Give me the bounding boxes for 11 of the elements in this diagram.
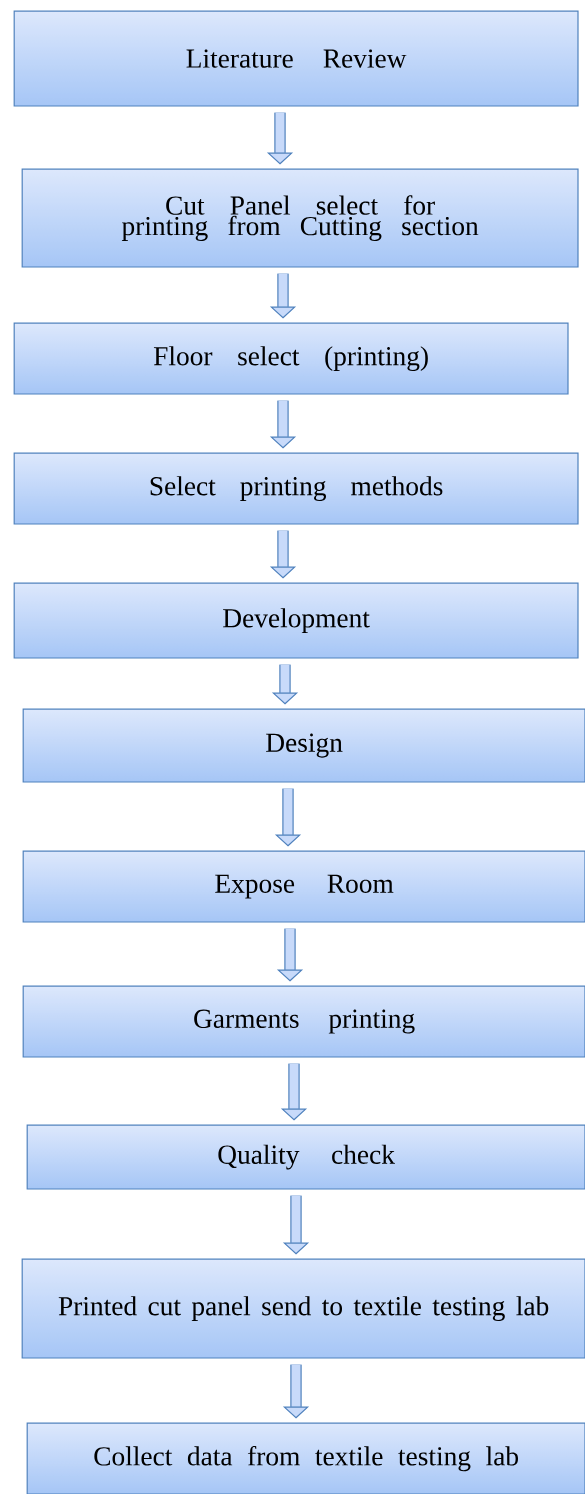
process-box: Quality check — [26, 1124, 585, 1190]
process-box: Printed cut panel send to textile testing lab — [21, 1258, 585, 1359]
process-box: Collect data from textile testing lab — [26, 1422, 585, 1494]
process-box: Expose Room — [22, 850, 585, 923]
process-box: Literature Review — [13, 10, 579, 107]
process-box: Cut Panel select for printing from Cutting section — [21, 168, 579, 268]
process-box: Garments printing — [22, 985, 585, 1058]
process-box: Floor select (printing) — [13, 322, 569, 395]
process-box: Development — [13, 582, 579, 659]
process-box: Select printing methods — [13, 452, 579, 525]
process-box: Design — [22, 708, 585, 783]
